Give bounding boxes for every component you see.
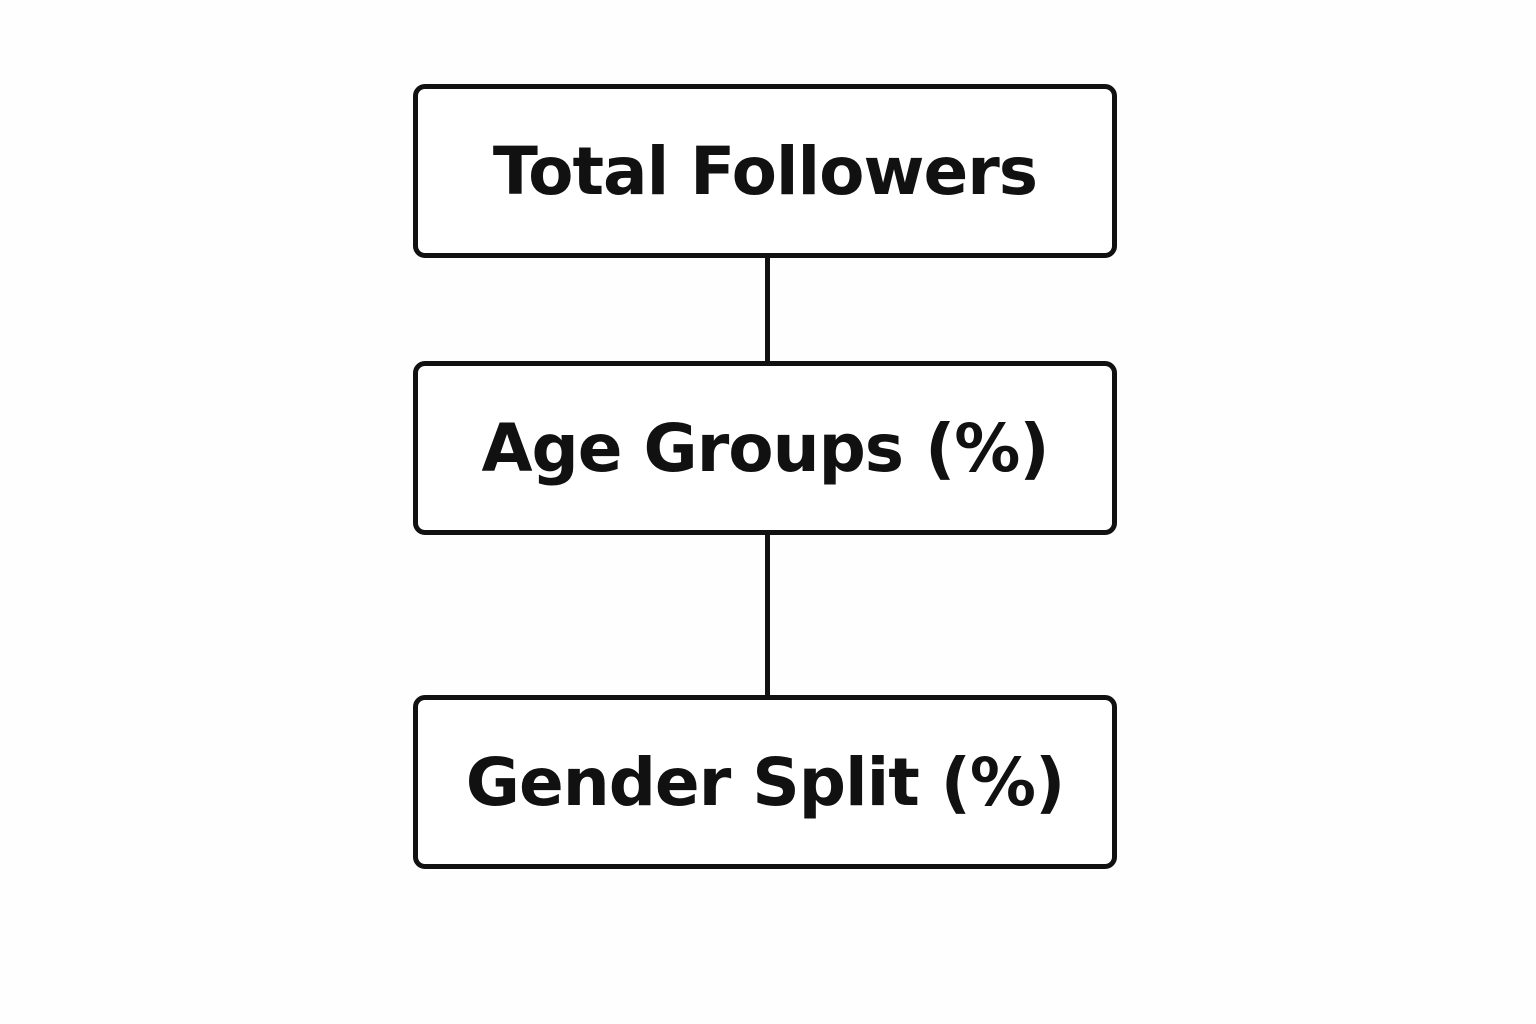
node-label-age-groups: Age Groups (%) bbox=[481, 409, 1049, 487]
connector-age-to-gender bbox=[765, 535, 770, 695]
node-gender-split: Gender Split (%) bbox=[413, 695, 1117, 869]
node-label-total-followers: Total Followers bbox=[492, 132, 1038, 210]
connector-total-to-age bbox=[765, 258, 770, 361]
node-label-gender-split: Gender Split (%) bbox=[465, 743, 1065, 821]
node-age-groups: Age Groups (%) bbox=[413, 361, 1117, 535]
node-total-followers: Total Followers bbox=[413, 84, 1117, 258]
